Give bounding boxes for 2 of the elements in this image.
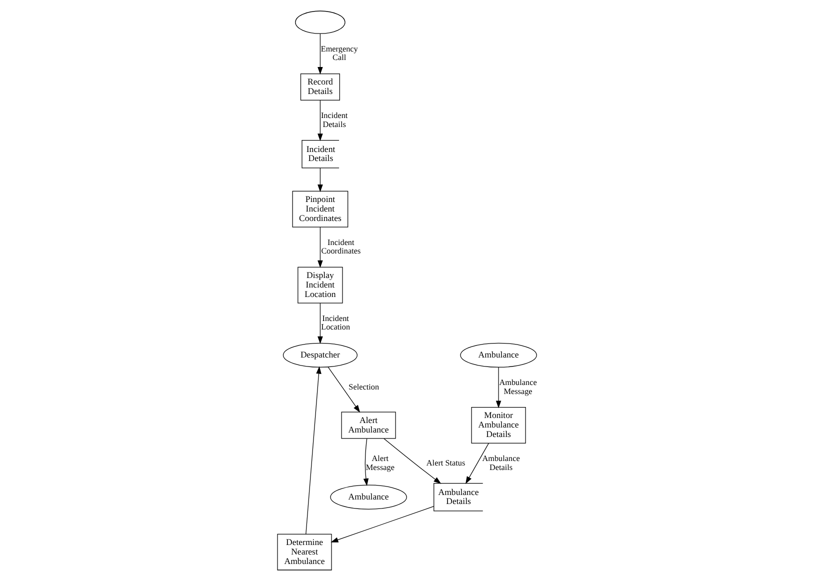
node-text: Ambulance Details (438, 486, 479, 506)
node-text: Incident Details (306, 144, 336, 164)
